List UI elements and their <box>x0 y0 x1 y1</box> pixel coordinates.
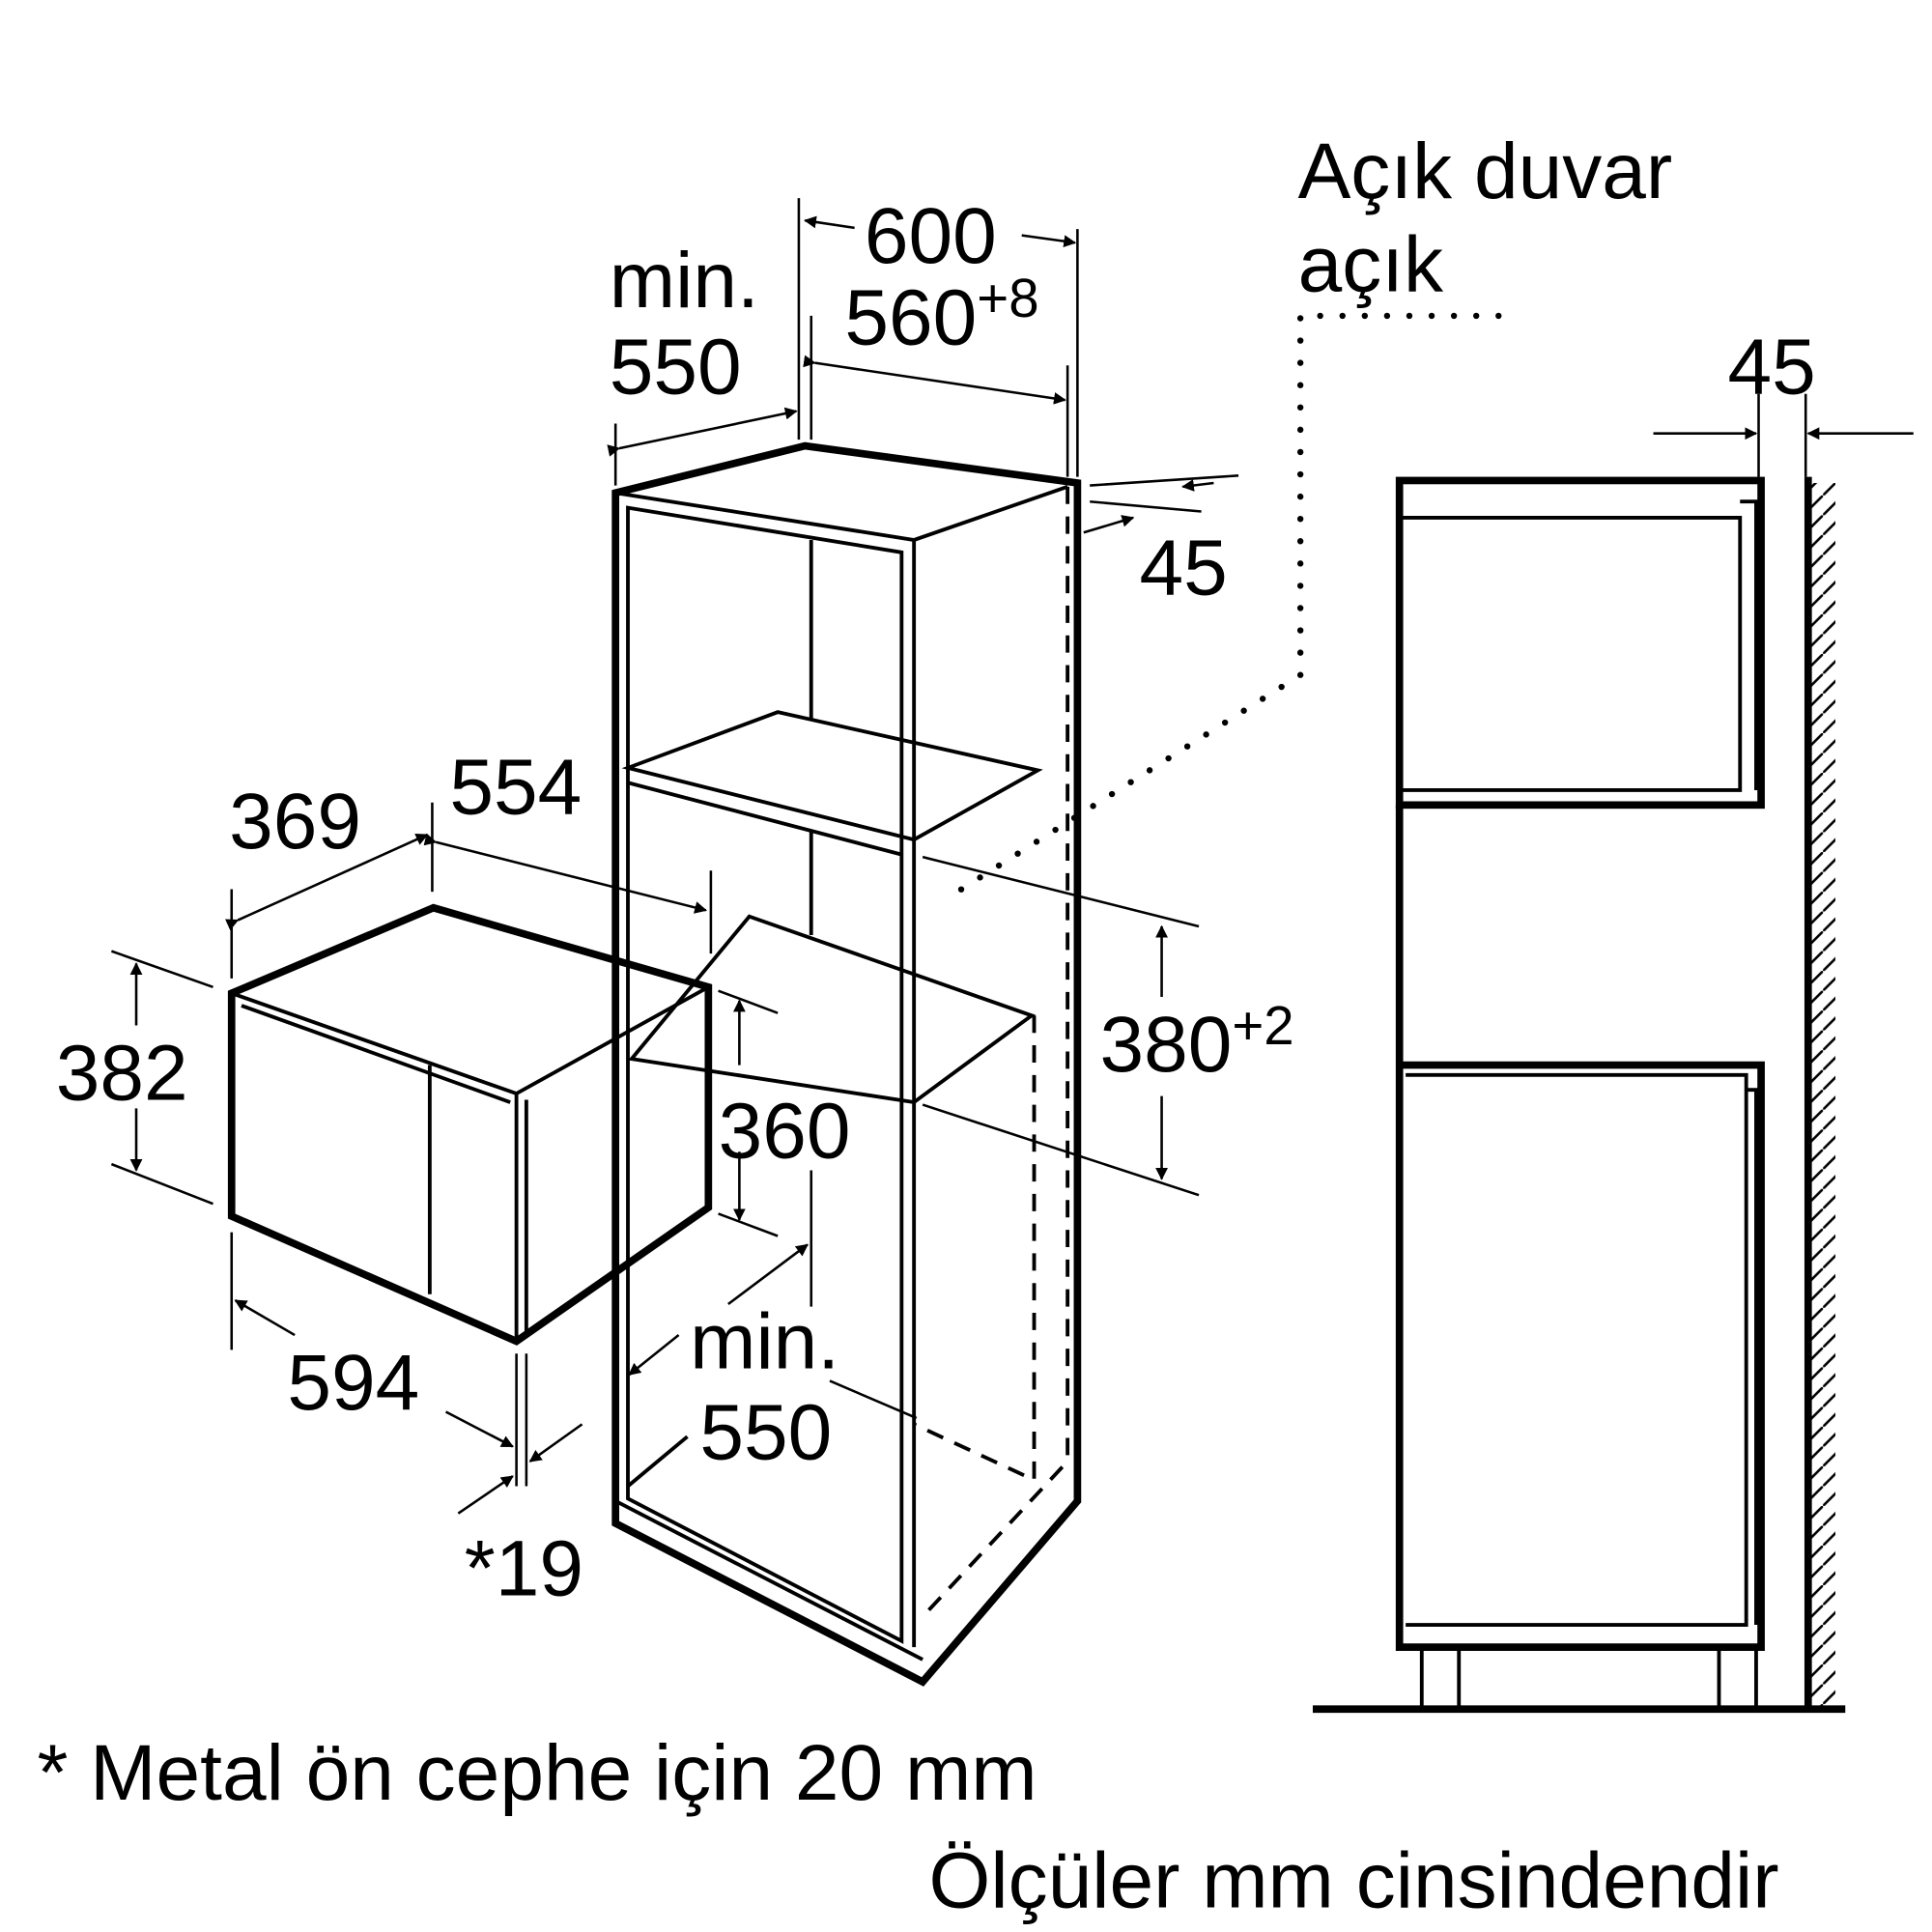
dimension-382: 382 <box>56 1029 188 1117</box>
dimension-560: 560+8 <box>844 268 1038 361</box>
min-label-bottom: min. <box>690 1298 839 1386</box>
open-wall-label: Açık duvar <box>1298 128 1673 215</box>
dimension-560-tolerance: +8 <box>977 268 1038 328</box>
dimension-380: 380+2 <box>1099 995 1293 1089</box>
open-wall-outline <box>950 312 1502 897</box>
dimension-600: 600 <box>865 192 997 280</box>
min-label-top: min. <box>610 237 759 325</box>
open-label: açık <box>1298 220 1444 308</box>
dimension-45-top: 45 <box>1139 524 1227 611</box>
dimension-560-value: 560 <box>844 273 977 361</box>
dimension-lines <box>110 198 1914 1515</box>
dimension-360: 360 <box>719 1088 851 1176</box>
dimension-554: 554 <box>449 743 582 831</box>
dimension-19: *19 <box>465 1524 583 1612</box>
dimension-45-side: 45 <box>1727 324 1815 412</box>
dimension-550-top: 550 <box>610 324 742 412</box>
dimension-594: 594 <box>287 1339 419 1427</box>
microwave <box>227 903 713 1346</box>
dimension-380-value: 380 <box>1099 1001 1232 1089</box>
dimension-380-tolerance: +2 <box>1232 995 1293 1056</box>
tall-cabinet <box>611 441 1082 1687</box>
footnote: * Metal ön cephe için 20 mm <box>37 1729 1037 1817</box>
units-note: Ölçüler mm cinsindendir <box>929 1836 1779 1924</box>
dimension-550-bottom: 550 <box>699 1388 832 1476</box>
side-view <box>1312 476 1846 1714</box>
dimension-369: 369 <box>229 778 361 866</box>
